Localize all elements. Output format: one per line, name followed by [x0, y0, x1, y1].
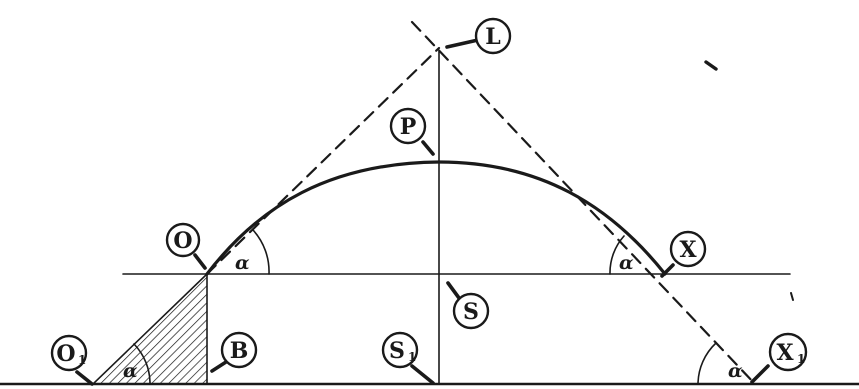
svg-text:S: S [389, 338, 405, 364]
svg-text:1: 1 [78, 353, 86, 367]
angle-arc-x1 [697, 342, 717, 385]
svg-text:1: 1 [408, 350, 416, 364]
angle-arc-x [609, 235, 625, 275]
label-o1: O 1 [50, 334, 94, 386]
angle-label-x: α [619, 252, 634, 274]
angle-arc-o [252, 229, 270, 275]
svg-text:P: P [400, 114, 417, 140]
trajectory-curve [205, 160, 667, 276]
tangent-dashed-left [205, 46, 441, 276]
stray-mark [704, 60, 718, 71]
label-s: S [446, 281, 490, 330]
svg-text:1: 1 [797, 352, 805, 366]
label-o: O [165, 222, 207, 270]
svg-text:S: S [463, 299, 479, 325]
svg-text:O: O [56, 341, 75, 367]
svg-text:O: O [173, 228, 192, 254]
svg-text:X: X [776, 340, 794, 366]
svg-text:B: B [230, 338, 249, 364]
label-s1: S 1 [381, 331, 435, 385]
label-b: B [210, 331, 258, 373]
svg-text:X: X [679, 237, 697, 263]
label-x1: X 1 [750, 332, 808, 384]
stray-dot [790, 292, 794, 301]
label-x: X [660, 230, 707, 278]
tangent-lower-segment [92, 273, 208, 385]
angle-arc-o1 [133, 343, 151, 385]
label-l: L [445, 17, 512, 55]
angle-label-x1: α [728, 360, 743, 382]
tangent-dashed-right [410, 20, 757, 386]
angle-label-o1: α [123, 360, 138, 382]
label-p: P [389, 107, 435, 156]
angle-label-o: α [235, 252, 250, 274]
svg-text:L: L [485, 24, 500, 50]
